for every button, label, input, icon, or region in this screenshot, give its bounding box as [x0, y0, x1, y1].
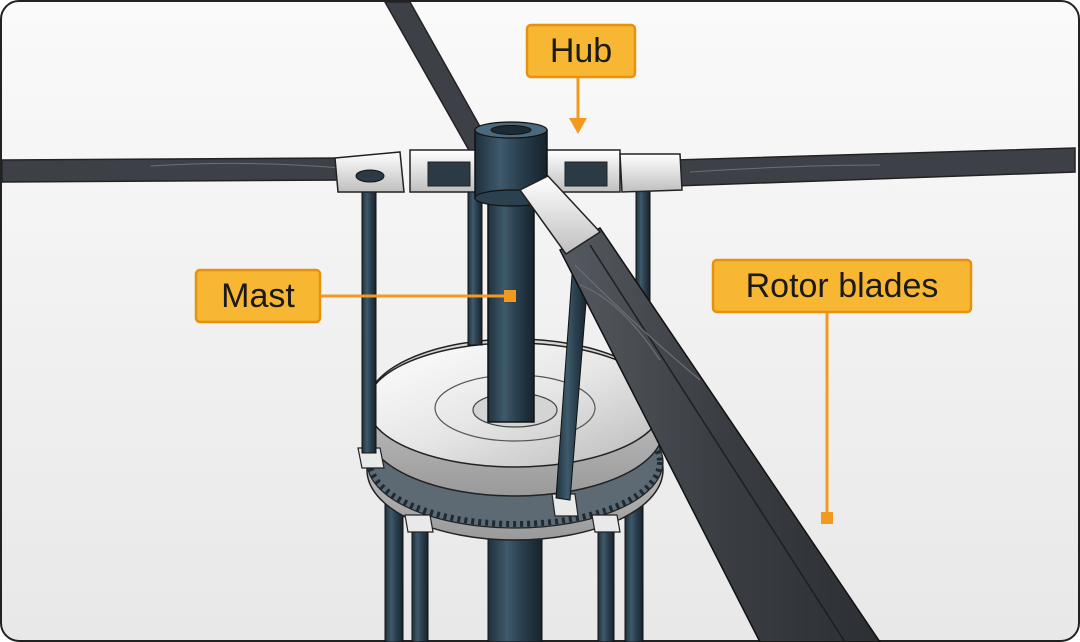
- mast-label: Mast: [221, 277, 295, 315]
- hub-label-box: [525, 23, 637, 79]
- mast-anchor-marker: [504, 290, 516, 302]
- callout-hub: Hub: [525, 23, 637, 134]
- rotor-blades-anchor-marker: [821, 512, 833, 524]
- blade-right-contour: [689, 164, 881, 173]
- blade-left-contour: [149, 162, 341, 169]
- rotor-blades-label: Rotor blades: [746, 267, 939, 305]
- hub-label: Hub: [550, 32, 612, 70]
- hub-arrow-icon: [569, 118, 587, 134]
- callout-mast: Mast: [194, 268, 516, 324]
- mast-label-box: [194, 268, 322, 324]
- rotor-blade-front: [518, 175, 881, 642]
- hub-assembly: [334, 121, 683, 207]
- rotor-blades-label-box: [711, 258, 973, 314]
- swashplate: [357, 338, 664, 541]
- rotor-blade-left: [1, 157, 346, 183]
- callout-rotor-blades: Rotor blades: [711, 258, 973, 524]
